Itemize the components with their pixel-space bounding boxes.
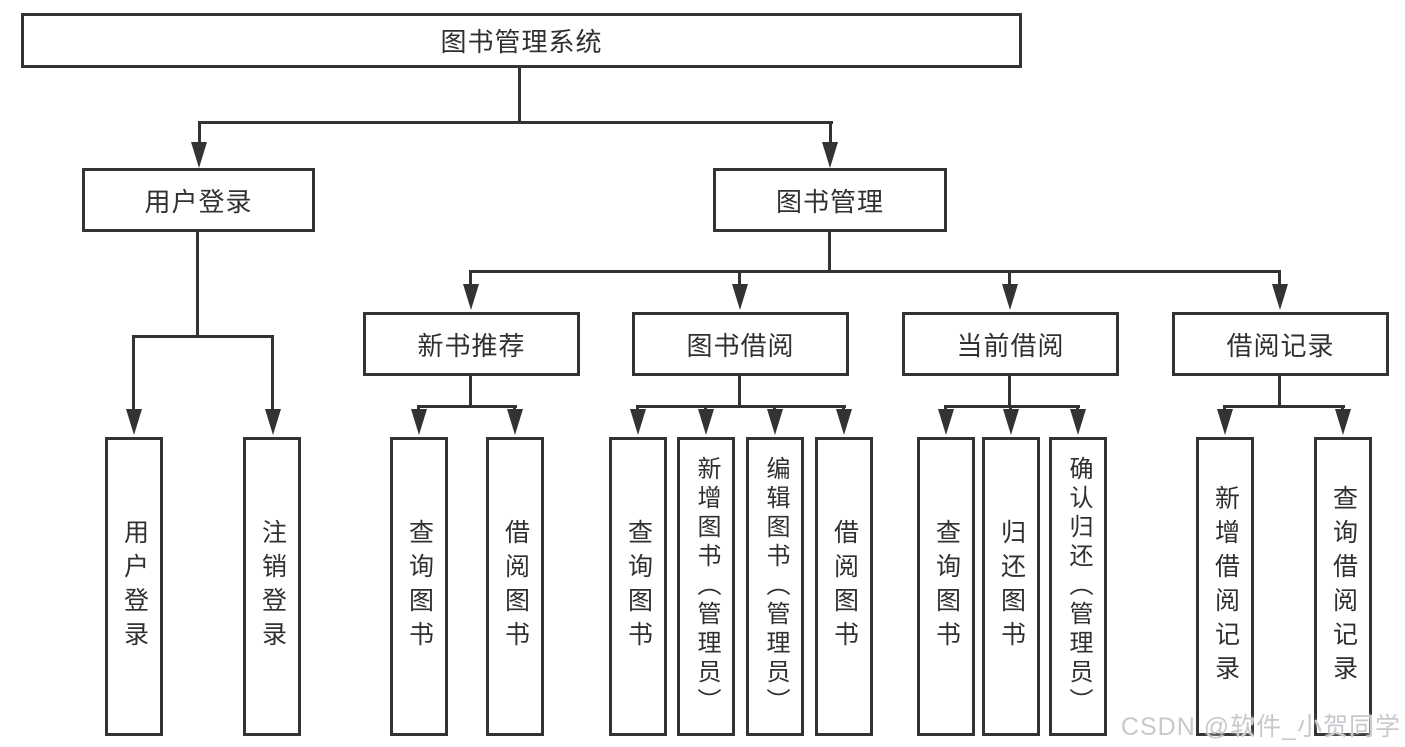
arrow-down-icon <box>126 409 142 435</box>
leaf-cb-confirm-return-admin-label: 确认归还（管理员） <box>1065 456 1092 717</box>
arrow-down-icon <box>507 409 523 435</box>
leaf-bb-query-books-label: 查询图书 <box>624 518 653 655</box>
leaf-user-login-label: 用户登录 <box>120 518 149 655</box>
connector-line <box>1278 270 1281 287</box>
arrow-down-icon <box>265 409 281 435</box>
node-root: 图书管理系统 <box>21 13 1022 68</box>
leaf-bb-borrow-books: 借阅图书 <box>815 437 873 736</box>
arrow-down-icon <box>1003 409 1019 435</box>
connector-line <box>132 335 135 413</box>
arrow-down-icon <box>630 409 646 435</box>
arrow-down-icon <box>836 409 852 435</box>
connector-line <box>198 121 833 124</box>
leaf-nbr-borrow-books-label: 借阅图书 <box>501 518 530 655</box>
arrow-down-icon <box>1002 284 1018 310</box>
node-user-login: 用户登录 <box>82 168 315 232</box>
connector-line <box>469 270 1281 273</box>
node-new-book-recommend: 新书推荐 <box>363 312 580 376</box>
leaf-cb-query-books-label: 查询图书 <box>932 518 961 655</box>
connector-line <box>944 405 1080 408</box>
leaf-bb-edit-books-admin: 编辑图书（管理员） <box>746 437 804 736</box>
node-current-borrowing-label: 当前借阅 <box>956 330 1065 361</box>
arrow-down-icon <box>1070 409 1086 435</box>
arrow-down-icon <box>463 284 479 310</box>
arrow-down-icon <box>822 142 838 168</box>
arrow-down-icon <box>732 284 748 310</box>
arrow-down-icon <box>938 409 954 435</box>
node-borrowing-records-label: 借阅记录 <box>1226 330 1335 361</box>
connector-line <box>132 335 274 338</box>
connector-line <box>738 270 741 287</box>
connector-line <box>829 121 832 147</box>
node-root-label: 图书管理系统 <box>440 27 603 57</box>
leaf-bb-add-books-admin: 新增图书（管理员） <box>677 437 735 736</box>
leaf-bb-borrow-books-label: 借阅图书 <box>830 518 859 655</box>
connector-line <box>1278 376 1281 408</box>
csdn-watermark: CSDN @软件_小贺同学 <box>1120 713 1401 741</box>
leaf-cb-confirm-return-admin: 确认归还（管理员） <box>1049 437 1107 736</box>
leaf-br-query-record-label: 查询借阅记录 <box>1329 484 1358 689</box>
leaf-cb-query-books: 查询图书 <box>917 437 975 736</box>
node-current-borrowing: 当前借阅 <box>902 312 1119 376</box>
connector-line <box>469 376 472 408</box>
leaf-bb-query-books: 查询图书 <box>609 437 667 736</box>
connector-line <box>1008 270 1011 287</box>
connector-line <box>738 376 741 408</box>
connector-line <box>518 68 521 124</box>
connector-line <box>469 270 472 287</box>
node-new-book-recommend-label: 新书推荐 <box>417 330 526 361</box>
leaf-nbr-query-books: 查询图书 <box>390 437 448 736</box>
arrow-down-icon <box>1272 284 1288 310</box>
node-borrowing-records: 借阅记录 <box>1172 312 1389 376</box>
leaf-nbr-borrow-books: 借阅图书 <box>486 437 544 736</box>
leaf-cb-return-books-label: 归还图书 <box>997 518 1026 655</box>
arrow-down-icon <box>411 409 427 435</box>
connector-line <box>198 121 201 147</box>
connector-line <box>828 232 831 273</box>
leaf-bb-edit-books-admin-label: 编辑图书（管理员） <box>762 456 789 717</box>
leaf-logout: 注销登录 <box>243 437 301 736</box>
leaf-br-query-record: 查询借阅记录 <box>1314 437 1372 736</box>
node-book-management-label: 图书管理 <box>775 186 884 217</box>
arrow-down-icon <box>1335 409 1351 435</box>
connector-line <box>636 405 846 408</box>
node-book-borrowing: 图书借阅 <box>632 312 849 376</box>
arrow-down-icon <box>767 409 783 435</box>
connector-line <box>417 405 517 408</box>
connector-line <box>196 232 199 338</box>
leaf-cb-return-books: 归还图书 <box>982 437 1040 736</box>
connector-line <box>1223 405 1345 408</box>
leaf-nbr-query-books-label: 查询图书 <box>405 518 434 655</box>
arrow-down-icon <box>191 142 207 168</box>
leaf-logout-label: 注销登录 <box>258 518 287 655</box>
leaf-br-add-record: 新增借阅记录 <box>1196 437 1254 736</box>
connector-line <box>271 335 274 413</box>
leaf-user-login: 用户登录 <box>105 437 163 736</box>
node-book-borrowing-label: 图书借阅 <box>686 330 795 361</box>
arrow-down-icon <box>698 409 714 435</box>
leaf-br-add-record-label: 新增借阅记录 <box>1211 484 1240 689</box>
arrow-down-icon <box>1217 409 1233 435</box>
connector-line <box>1008 376 1011 408</box>
node-book-management: 图书管理 <box>713 168 947 232</box>
leaf-bb-add-books-admin-label: 新增图书（管理员） <box>693 456 720 717</box>
node-user-login-label: 用户登录 <box>144 186 253 217</box>
